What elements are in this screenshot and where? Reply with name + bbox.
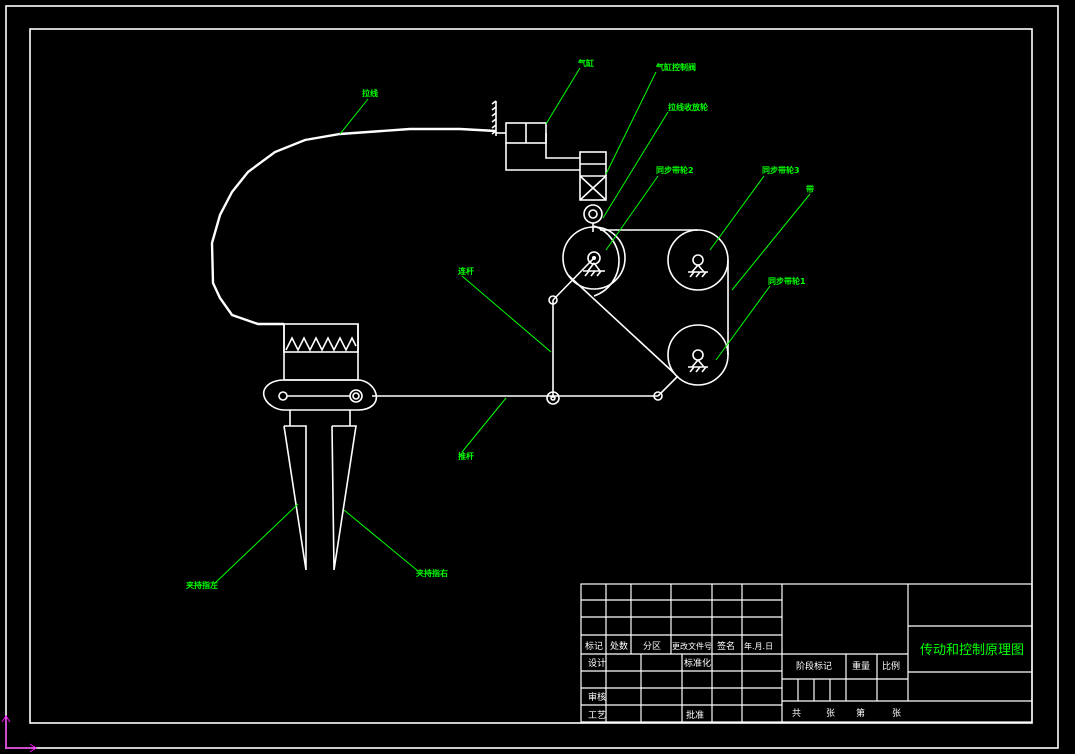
label-finger-right: 夹持指右 bbox=[416, 568, 448, 578]
control-valve bbox=[579, 151, 607, 232]
tb-sheet-no: 第 bbox=[856, 707, 865, 719]
wire-reel bbox=[562, 225, 626, 297]
air-cylinder bbox=[496, 122, 580, 171]
label-reel: 拉线收放轮 bbox=[668, 102, 708, 112]
label-pulley1: 同步带轮1 bbox=[768, 276, 806, 286]
inner-frame bbox=[29, 28, 1033, 724]
pull-wire bbox=[210, 127, 497, 326]
tb-mark: 标记 bbox=[585, 640, 603, 652]
tb-sheets: 张 bbox=[826, 708, 835, 719]
leader-lines bbox=[213, 67, 811, 585]
tb-count: 处数 bbox=[610, 640, 628, 652]
tb-approve: 批准 bbox=[686, 709, 704, 721]
timing-belt bbox=[567, 229, 729, 375]
label-finger-left: 夹持指左 bbox=[186, 580, 218, 590]
drawing-title: 传动和控制原理图 bbox=[920, 643, 1024, 658]
tb-weight: 重量 bbox=[852, 660, 870, 672]
wall-anchor bbox=[491, 100, 497, 136]
tb-check: 审核 bbox=[588, 691, 606, 703]
tb-design: 设计 bbox=[588, 657, 606, 669]
label-pulley2: 同步带轮2 bbox=[656, 165, 694, 175]
label-push-rod: 推杆 bbox=[458, 451, 474, 461]
label-valve: 气缸控制阀 bbox=[655, 62, 696, 72]
callout-labels: 气缸 气缸控制阀 拉线 拉线收放轮 同步带轮2 同步带轮3 带 同步带轮1 连杆… bbox=[186, 58, 814, 590]
timing-pulley-3 bbox=[667, 229, 729, 291]
label-link-rod: 连杆 bbox=[458, 266, 474, 276]
tb-stage-mark: 阶段标记 bbox=[796, 660, 832, 672]
title-block: 标记 处数 分区 更改文件号 签名 年.月.日 设计 标准化 审核 工艺 批准 … bbox=[580, 583, 1033, 723]
tb-total: 共 bbox=[792, 708, 801, 719]
label-pulley3: 同步带轮3 bbox=[762, 165, 800, 175]
ucs-axis-icon bbox=[1, 715, 37, 753]
tb-process: 工艺 bbox=[588, 710, 606, 721]
tb-doc-no: 更改文件号 bbox=[672, 641, 712, 651]
tb-scale: 比例 bbox=[882, 660, 900, 672]
tb-signature: 签名 bbox=[717, 640, 735, 652]
tb-standardize: 标准化 bbox=[684, 657, 711, 669]
linkage bbox=[372, 257, 679, 405]
gripper-body bbox=[262, 323, 378, 411]
label-cylinder: 气缸 bbox=[577, 58, 594, 68]
label-belt: 带 bbox=[806, 184, 814, 194]
label-wire: 拉线 bbox=[362, 88, 378, 98]
outer-frame bbox=[5, 5, 1059, 749]
gripper-fingers bbox=[283, 410, 357, 571]
tb-zone: 分区 bbox=[643, 641, 661, 652]
tb-date: 年.月.日 bbox=[744, 641, 773, 651]
tb-sheets2: 张 bbox=[892, 708, 901, 719]
